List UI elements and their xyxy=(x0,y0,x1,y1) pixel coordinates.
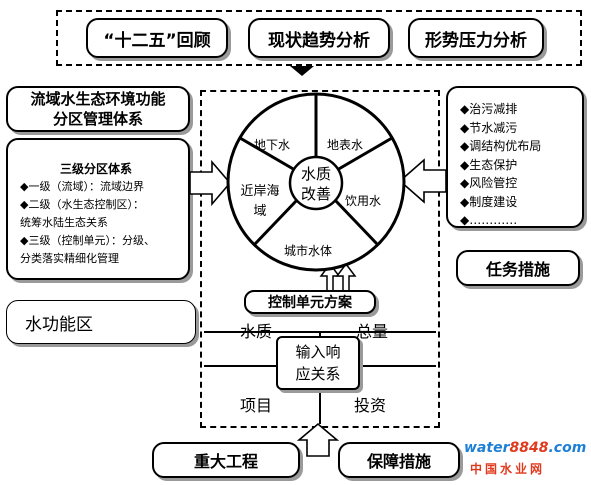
spoke-upper-right xyxy=(336,136,393,172)
response-line1: 输入响 xyxy=(295,343,341,361)
arrow-plan-to-wheel-left xyxy=(319,262,341,293)
watermark-brand-c: .com xyxy=(548,440,587,456)
watermark-brand-b: 8848 xyxy=(509,440,549,456)
three-level-zoning-box: 三级分区体系 ◆一级（流域）：流域边界 ◆二级（水生态控制区）： 统筹水陆生态关… xyxy=(6,138,190,280)
review-box: “十二五”回顾 xyxy=(86,18,228,58)
control-unit-plan-box: 控制单元方案 xyxy=(244,290,376,314)
task-1: ◆治污减排 xyxy=(460,102,518,116)
arrow-from-tasks xyxy=(398,158,447,204)
response-line2: 应关系 xyxy=(295,365,341,383)
pressure-analysis-box: 形势压力分析 xyxy=(408,18,544,58)
zoning-title-line2: 分区管理体系 xyxy=(52,110,143,128)
water-function-zone-label: 水功能区 xyxy=(25,314,93,335)
spoke-lower-right xyxy=(332,197,380,247)
pressure-analysis-label: 形势压力分析 xyxy=(425,30,527,51)
review-label: “十二五”回顾 xyxy=(103,30,211,51)
zoning-line-3: 统筹水陆生态关系 xyxy=(20,216,108,229)
plan-investment: 投资 xyxy=(354,396,387,415)
arrow-plan-to-wheel-right xyxy=(335,262,357,293)
water-function-zone-box: 水功能区 xyxy=(6,300,196,344)
control-unit-plan-label: 控制单元方案 xyxy=(268,295,352,311)
spoke-upper-left xyxy=(239,136,296,172)
segment-coastal-line2: 域 xyxy=(253,204,267,219)
zoning-line-5: 分类落实精细化管理 xyxy=(20,252,119,265)
segment-groundwater: 地下水 xyxy=(254,138,291,152)
safeguards-label: 保障措施 xyxy=(366,452,431,471)
task-5: ◆风险管控 xyxy=(460,176,518,190)
task-2: ◆节水减污 xyxy=(460,120,518,135)
zoning-system-heading: 三级分区体系 xyxy=(59,162,132,176)
status-trend-box: 现状趋势分析 xyxy=(248,18,390,58)
center-line1: 水质 xyxy=(300,165,331,183)
zoning-title-line1: 流域水生态环境功能 xyxy=(30,90,166,108)
spoke-lower-left xyxy=(252,197,300,247)
task-3: ◆调结构优布局 xyxy=(460,139,542,153)
plan-total-load: 总量 xyxy=(356,322,389,341)
major-projects-label: 重大工程 xyxy=(193,452,258,471)
watermark-brand-a: water xyxy=(464,440,510,456)
safeguards-box: 保障措施 xyxy=(338,442,460,478)
segment-coastal-line1: 近岸海 xyxy=(240,184,280,199)
watermark-sub: 中国水业网 xyxy=(470,462,546,476)
task-7: ◆………… xyxy=(460,213,518,227)
segment-drinking: 饮用水 xyxy=(345,194,382,208)
zoning-line-2: ◆二级（水生态控制区）： xyxy=(20,198,144,211)
arrow-from-bottom xyxy=(296,422,340,457)
arrow-from-zoning xyxy=(189,159,232,207)
segment-urban: 城市水体 xyxy=(284,244,333,258)
water-quality-wheel xyxy=(226,92,406,272)
input-response-box: 输入响 应关系 xyxy=(276,336,360,390)
wheel-center-label: 水质 改善 xyxy=(290,164,342,204)
tasks-list-box: ◆治污减排 ◆节水减污 ◆调结构优布局 ◆生态保护 ◆风险管控 ◆制度建设 ◆…… xyxy=(446,86,584,228)
center-line2: 改善 xyxy=(300,185,331,203)
tasks-measures-label: 任务措施 xyxy=(485,260,550,279)
wheel-hub xyxy=(288,155,344,211)
segment-surface-water: 地表水 xyxy=(327,138,364,152)
task-4: ◆生态保护 xyxy=(460,157,518,172)
zoning-management-box: 流域水生态环境功能 分区管理体系 xyxy=(6,86,190,132)
plan-water-quality: 水质 xyxy=(240,322,273,341)
zoning-line-1: ◆一级（流域）：流域边界 xyxy=(20,180,144,193)
plan-projects: 项目 xyxy=(240,396,273,415)
major-projects-box: 重大工程 xyxy=(152,442,300,478)
zoning-line-4: ◆三级（控制单元）：分级、 xyxy=(20,234,155,247)
top-analysis-group xyxy=(56,10,582,66)
status-trend-label: 现状趋势分析 xyxy=(268,30,370,51)
watermark-brand: water8848.com xyxy=(464,440,586,456)
segment-coastal: 近岸海 域 xyxy=(238,182,282,222)
tasks-measures-box: 任务措施 xyxy=(456,250,580,286)
task-6: ◆制度建设 xyxy=(460,194,518,209)
